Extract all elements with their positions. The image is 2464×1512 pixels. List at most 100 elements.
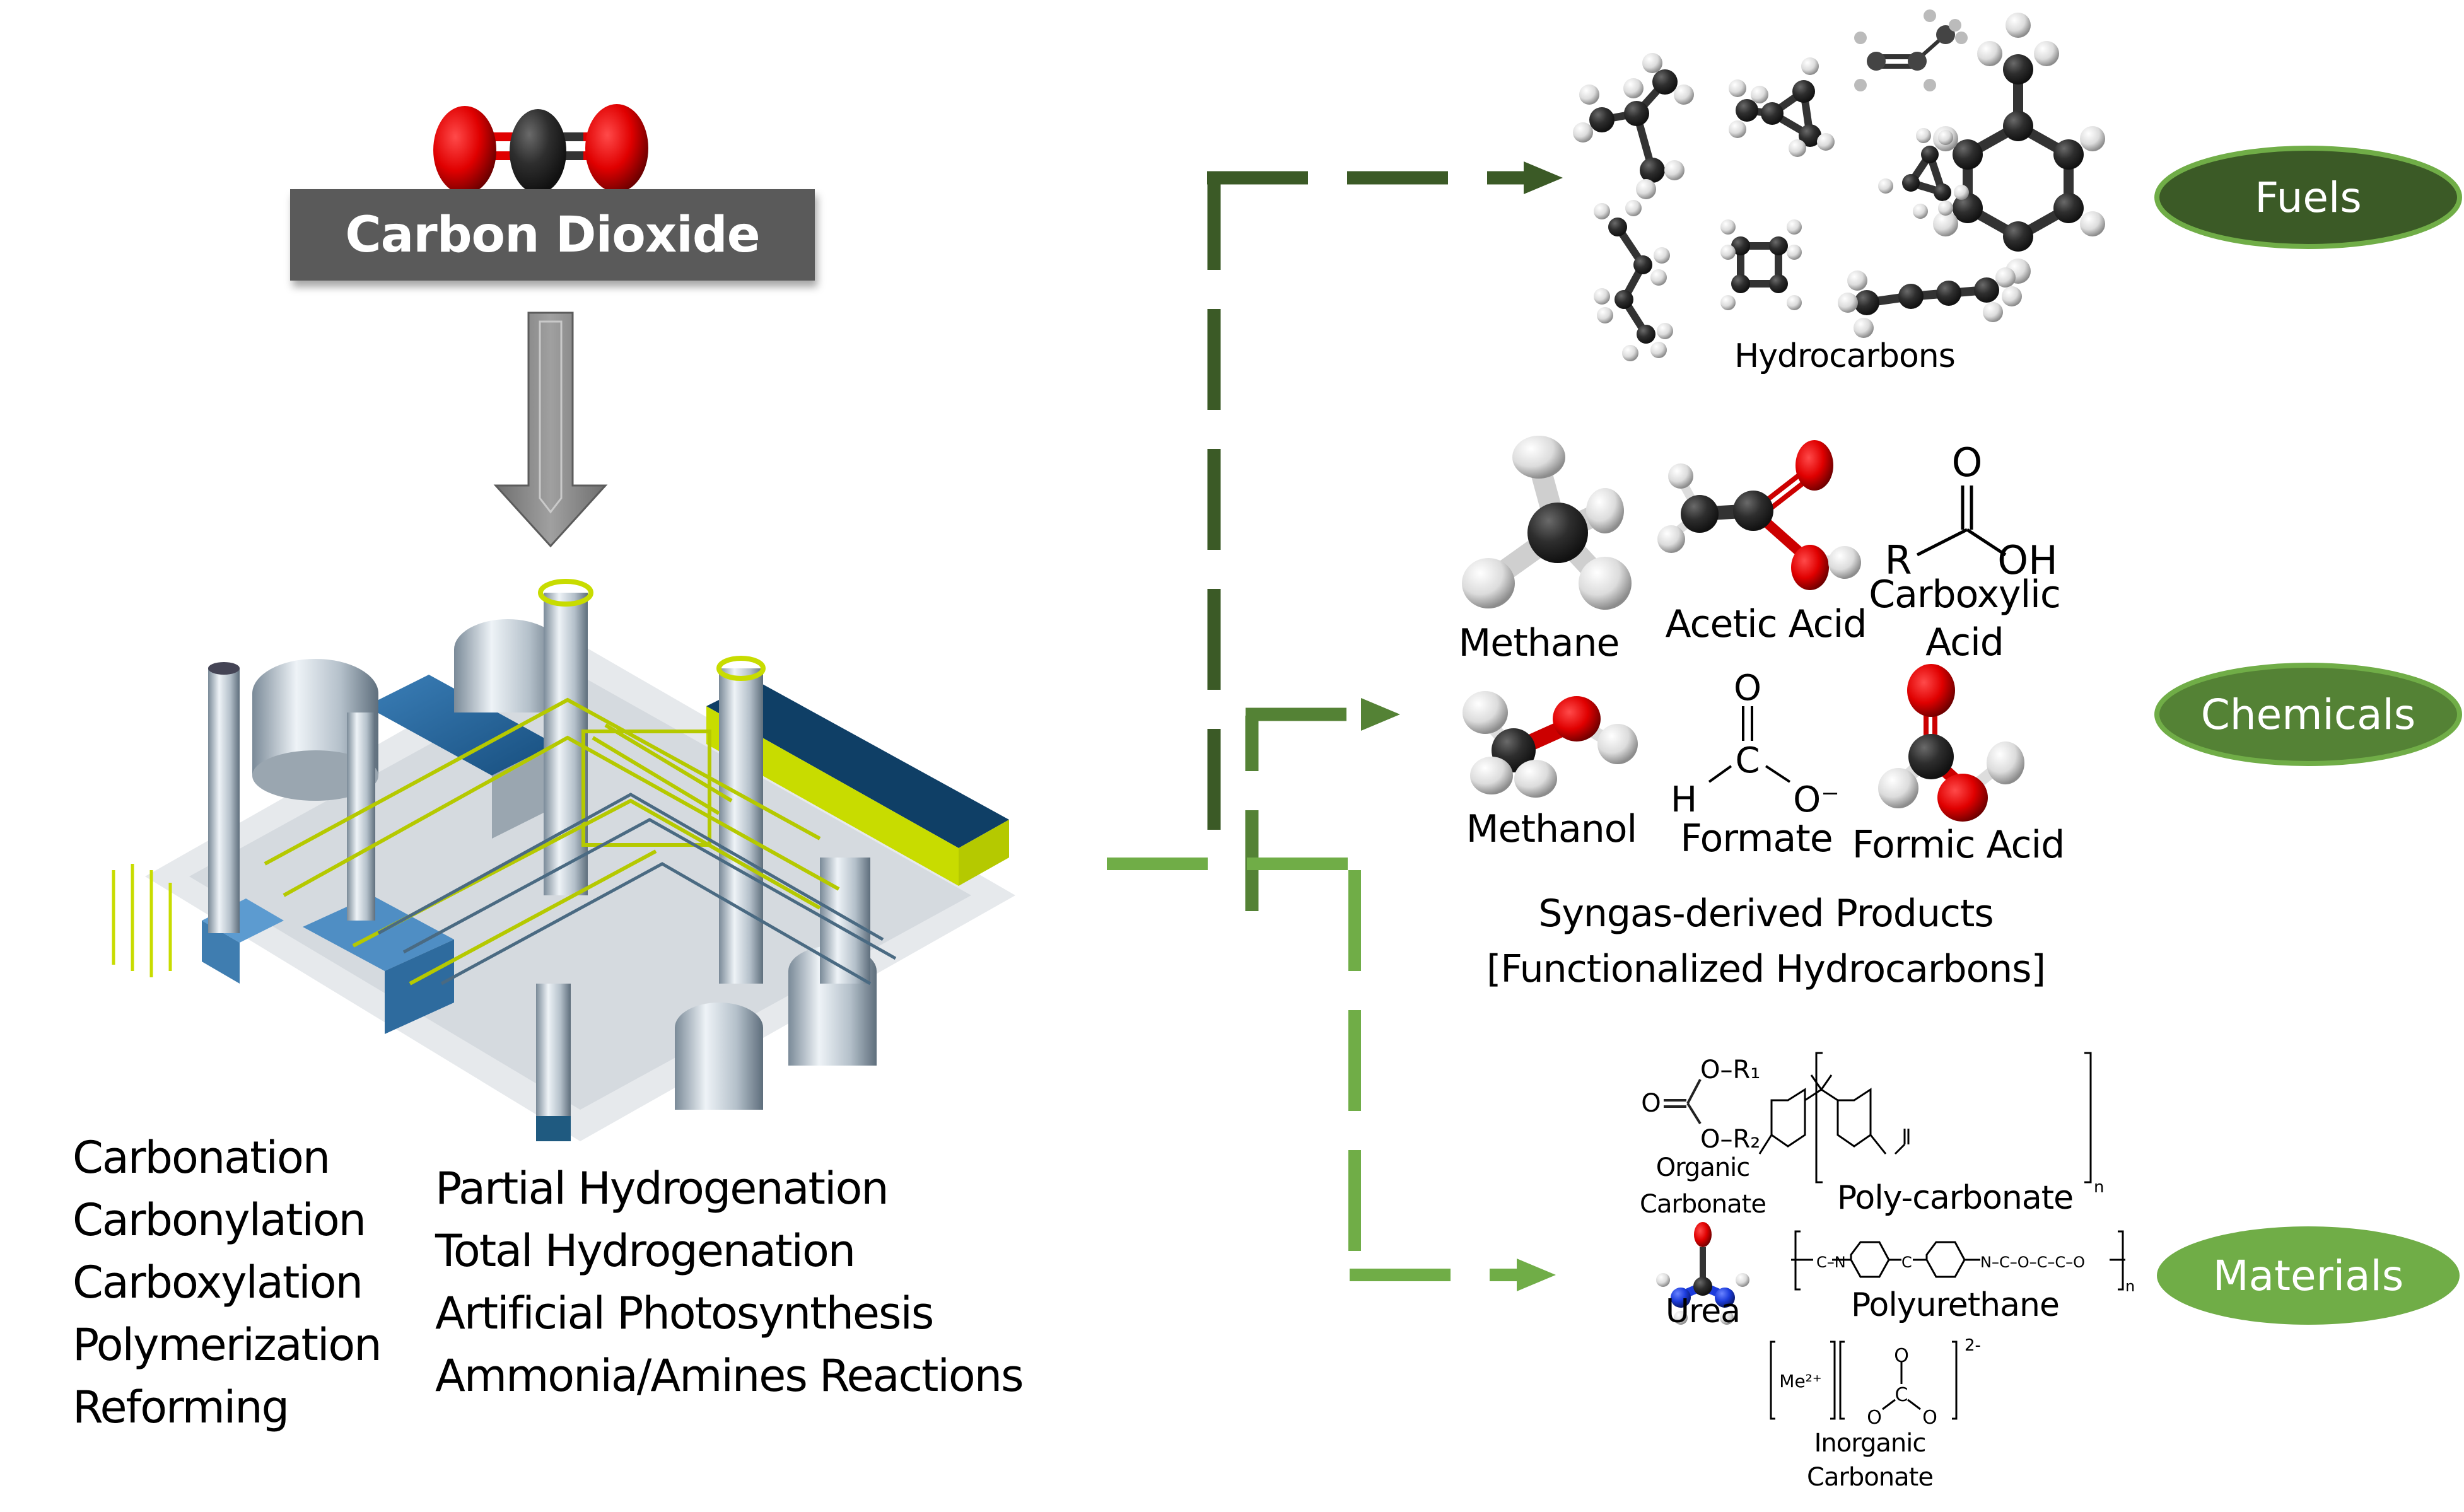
atom-icon [1729,79,1746,97]
acetic-acid-molecule-icon [1657,440,1861,590]
atom-icon [1847,270,1867,291]
atom-icon [2053,139,2084,170]
atom-icon [1933,211,1958,236]
chemicals-arrow [1245,698,1400,911]
polycarbonate-subscript: n [2094,1178,2105,1197]
process-item: Reforming [73,1381,289,1433]
atom-label: O [1867,1407,1882,1429]
charge-label: 2- [1965,1336,1981,1355]
chemicals-label: Chemicals [2201,690,2416,739]
atom-icon [1729,120,1746,138]
atom-icon [1908,52,1927,71]
atom-icon [1664,160,1685,180]
syngas-products-caption: Syngas-derived Products [Functionalized … [1451,886,2081,997]
atom-icon [1954,185,1969,200]
atom-icon [1878,178,1893,194]
arrowhead-icon [1361,698,1400,731]
polycarbonate-structure-icon [1758,1052,2092,1183]
atom-icon [2080,126,2105,151]
atom-icon [1854,32,1867,44]
atom-icon [1589,107,1614,132]
atom-icon [1921,146,1939,163]
urea-label: Urea [1665,1293,1741,1330]
atom-icon [1594,288,1610,305]
atom-icon [1974,277,1999,303]
materials-label: Materials [2213,1252,2404,1300]
inorganic-carbonate-line2: Carbonate [1807,1463,1934,1492]
atom-icon [1934,183,1951,201]
atom-label: O [1734,668,1761,709]
inorganic-carbonate-line1: Inorganic [1814,1429,1927,1458]
atom-icon [1801,57,1819,75]
atom-icon [2003,54,2033,84]
process-item: Ammonia/Amines Reactions [435,1350,1024,1402]
co2-molecule-icon [433,104,648,194]
category-oval-materials: Materials [2157,1226,2460,1325]
atom-icon [1789,139,1806,157]
atom-icon [1594,203,1610,219]
cation-label: Me²⁺ [1779,1371,1821,1392]
atom-icon [1573,122,1593,142]
carboxylic-acid-label: Carboxylic Acid [1860,571,2069,666]
atom-icon [1854,290,1879,315]
atom-icon [1624,101,1649,126]
atom-icon [1674,84,1694,105]
polyurethane-structure-icon: C–N C N–C–O–C–C–O n [1791,1230,2135,1295]
process-item: Polymerization [73,1319,382,1371]
process-list-right: Partial Hydrogenation Total Hydrogenatio… [435,1158,1024,1407]
atom-icon [1597,307,1613,323]
atom-icon [1637,325,1655,344]
atom-icon [1731,274,1750,293]
process-item: Total Hydrogenation [435,1225,856,1277]
category-oval-chemicals: Chemicals [2154,663,2462,766]
organic-carbonate-label: Organic Carbonate [1614,1149,1791,1223]
atom-icon [1720,219,1736,235]
atom-icon [1792,80,1815,103]
formate-label: Formate [1680,817,1833,861]
down-arrow-icon [493,311,608,548]
atom-label: O [1894,1345,1909,1367]
atom-icon [2006,13,2031,38]
atom-icon [1799,124,1821,147]
process-item: Artificial Photosynthesis [435,1288,934,1339]
atom-icon [1787,295,1802,310]
urea-molecule-icon [1656,1222,1749,1325]
atom-label: H [1671,779,1697,820]
atom-icon [1902,174,1920,192]
fuels-label: Fuels [2255,173,2362,222]
atom-icon [1949,19,1961,32]
atom-icon [1614,290,1633,309]
atom-icon [1769,236,1788,255]
process-item: Partial Hydrogenation [435,1163,889,1214]
atom-icon [2003,221,2033,252]
organic-carbonate-structure-icon: O O–R₁ O–R₂ [1641,1055,1760,1154]
atom-icon [2053,193,2084,223]
atom-icon [1642,53,1662,73]
syngas-caption-line2: [Functionalized Hydrocarbons] [1486,947,2046,991]
atom-icon [1622,345,1638,361]
arrowhead-icon [1517,1259,1556,1291]
atom-icon [1652,69,1678,95]
atom-label: C [1735,740,1760,781]
atom-icon [1720,295,1736,310]
methane-molecule-icon [1462,436,1632,610]
atom-icon [1955,32,1968,44]
atom-icon [1736,99,1758,122]
atom-label: O⁻ [1793,779,1840,820]
methanol-label: Methanol [1466,807,1637,851]
atom-icon [1608,218,1627,236]
process-item: Carboxylation [73,1257,363,1308]
atom-icon [1761,102,1784,125]
atom-icon [1854,79,1867,91]
atom-icon [1650,342,1667,358]
atom-label: C [1895,1384,1908,1406]
chemical-plant-illustration [112,579,1015,1141]
process-item: Carbonation [73,1132,330,1183]
methane-label: Methane [1458,621,1620,665]
category-oval-fuels: Fuels [2154,146,2462,249]
atom-label: O–R₂ [1700,1125,1760,1154]
atom-icon [1640,158,1665,183]
atom-icon [1936,25,1955,44]
organic-carbonate-line2: Carbonate [1640,1190,1766,1219]
atom-icon [1953,193,1983,223]
